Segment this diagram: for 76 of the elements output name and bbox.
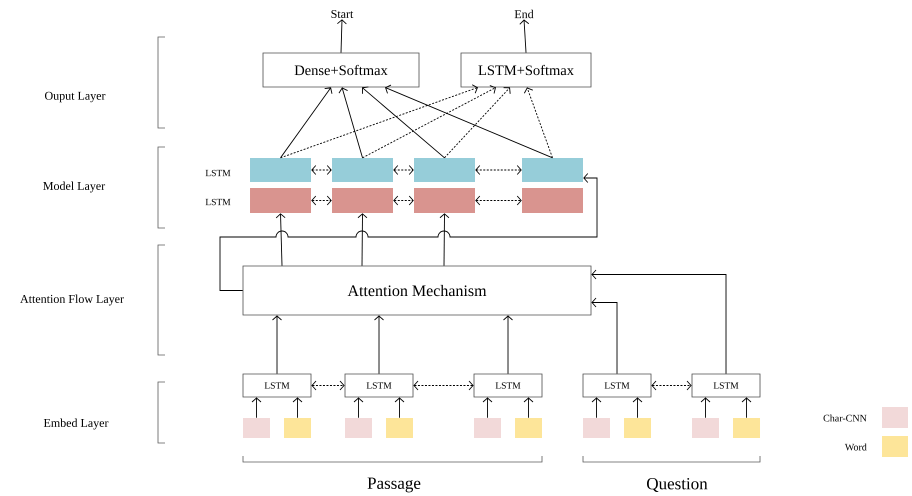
arrow: [700, 397, 710, 418]
arrow: [393, 165, 414, 175]
arrow: [475, 196, 522, 206]
arrow: [336, 19, 347, 54]
lstm-cell: [332, 158, 393, 182]
attention-box: Attention Mechanism: [242, 266, 592, 316]
arrow: [475, 165, 522, 175]
lstm-cell: [522, 158, 583, 182]
arrow: [292, 397, 302, 418]
arrow: [280, 87, 332, 158]
output-box: LSTM+Softmax: [460, 52, 592, 88]
arrow: [393, 196, 414, 206]
word-embedding-block: [515, 418, 542, 438]
output-label: Start: [331, 10, 354, 18]
arrow: [524, 397, 534, 418]
arrow: [444, 87, 511, 158]
arrow: [311, 165, 332, 175]
lstm-cell: [250, 188, 311, 213]
layer-label: Embed Layer: [44, 418, 108, 430]
arrow: [394, 397, 404, 418]
arrow: [252, 397, 262, 418]
lstm-box: LSTM: [582, 374, 652, 398]
row-label: LSTM: [206, 170, 230, 176]
layer-label: Model Layer: [43, 182, 106, 192]
lstm-box: LSTM: [242, 374, 312, 398]
arrow: [362, 85, 496, 158]
arrow: [440, 213, 450, 266]
arrow: [272, 315, 282, 374]
arrow: [524, 87, 553, 158]
arrow: [519, 19, 530, 54]
arrow: [385, 84, 553, 158]
arrow: [592, 397, 602, 418]
char-embedding-block: [583, 418, 610, 438]
lstm-cell: [522, 188, 583, 213]
output-box: Dense+Softmax: [262, 52, 420, 88]
char-embedding-block: [243, 418, 270, 438]
arrow: [632, 397, 642, 418]
arrow: [362, 86, 445, 158]
arrow: [413, 380, 474, 390]
arrow: [354, 397, 364, 418]
arrow: [482, 397, 492, 418]
legend-label: Char-CNN: [824, 414, 867, 422]
arrow: [591, 270, 726, 374]
arrow: [651, 380, 692, 390]
layer-label: Ouput Layer: [45, 92, 106, 102]
char-embedding-block: [345, 418, 372, 438]
lstm-box: LSTM: [344, 374, 414, 398]
lstm-cell: [250, 158, 311, 182]
row-label: LSTM: [206, 198, 230, 206]
group-label: Question: [647, 478, 708, 492]
arrow: [311, 196, 332, 206]
lstm-box: LSTM: [692, 374, 760, 398]
group-label: Passage: [368, 478, 420, 492]
output-label: End: [514, 10, 534, 18]
arrow: [503, 315, 513, 374]
word-embedding-block: [733, 418, 760, 438]
lstm-cell: [414, 188, 475, 213]
arrow: [374, 315, 384, 374]
arrow: [742, 397, 752, 418]
arrow: [358, 213, 368, 266]
arrow: [311, 380, 345, 390]
word-embedding-block: [624, 418, 651, 438]
arrow: [591, 298, 618, 374]
layer-label: Attention Flow Layer: [20, 294, 124, 306]
lstm-box: LSTM: [474, 374, 542, 398]
word-embedding-block: [386, 418, 413, 438]
char-embedding-block: [474, 418, 501, 438]
legend-label: Word: [844, 443, 867, 451]
char-embedding-block: [692, 418, 719, 438]
lstm-cell: [414, 158, 475, 182]
arrow: [280, 84, 478, 158]
arrow: [338, 87, 363, 158]
lstm-cell: [332, 188, 393, 213]
arrow: [220, 173, 598, 291]
word-embedding-block: [284, 418, 311, 438]
arrow: [276, 213, 286, 266]
